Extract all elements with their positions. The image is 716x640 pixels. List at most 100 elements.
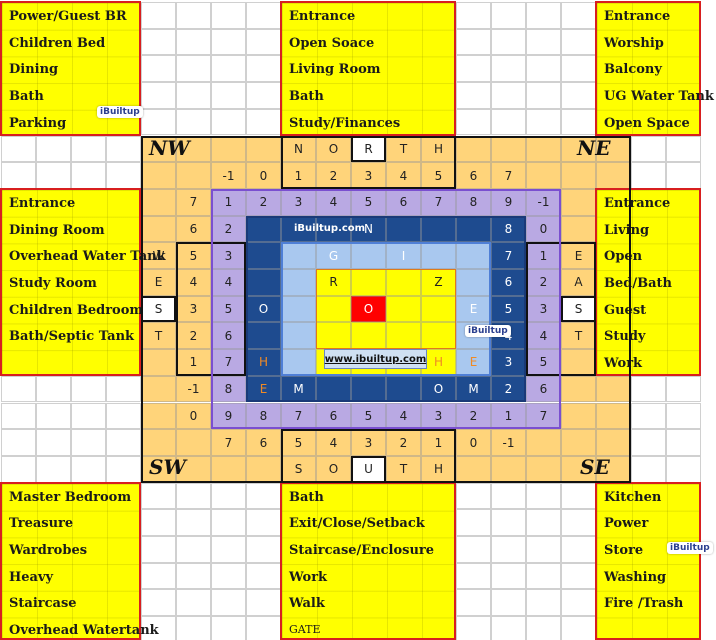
corner-se-label: SE	[580, 455, 610, 479]
grid-cell: M	[281, 375, 316, 403]
grid-cell	[666, 162, 701, 189]
grid-cell	[141, 589, 176, 617]
zone-s-label: Bath	[289, 489, 324, 505]
grid-cell: 2	[211, 215, 246, 243]
grid-cell	[176, 82, 211, 109]
grid-cell	[71, 375, 106, 403]
grid-cell	[141, 188, 176, 216]
grid-cell: 1	[421, 429, 456, 456]
grid-cell: 4	[316, 429, 351, 456]
grid-cell: H	[421, 455, 456, 483]
grid-cell	[421, 215, 456, 243]
grid-cell	[491, 2, 526, 29]
grid-cell: 6	[386, 188, 421, 216]
grid-cell: T	[561, 322, 596, 350]
grid-cell	[36, 455, 71, 483]
grid-cell: T	[386, 455, 421, 483]
grid-cell	[561, 108, 596, 136]
grid-cell	[106, 375, 141, 403]
grid-cell	[211, 28, 246, 56]
grid-cell: N	[351, 215, 386, 243]
center-watermark-url: iBuiltup.com	[294, 223, 366, 234]
grid-cell	[246, 108, 281, 136]
grid-cell	[491, 536, 526, 563]
grid-cell: 4	[211, 269, 246, 296]
grid-cell	[211, 616, 246, 640]
zone-ne-label: UG Water Tank	[604, 89, 714, 105]
grid-cell	[316, 322, 351, 350]
zone-sw-label: Master Bedroom	[9, 489, 132, 505]
grid-cell	[1, 135, 36, 163]
grid-cell	[351, 322, 386, 350]
grid-cell	[246, 562, 281, 590]
grid-cell	[106, 162, 141, 189]
grid-cell	[211, 455, 246, 483]
zone-e-label: Living	[604, 222, 650, 238]
zone-e-label: Bed/Bath	[604, 275, 672, 291]
grid-cell	[561, 215, 596, 243]
grid-cell: 2	[491, 375, 526, 403]
grid-cell: E	[456, 295, 491, 323]
grid-cell: 6	[211, 322, 246, 350]
grid-cell	[246, 242, 281, 269]
grid-cell: 7	[211, 429, 246, 456]
zone-n-label: Living Room	[289, 62, 381, 78]
zone-se-label: Power	[604, 516, 649, 532]
grid-cell: W	[141, 242, 176, 269]
grid-cell	[456, 55, 491, 83]
grid-cell: O	[316, 135, 351, 163]
zone-w-label: Children Bedroom	[9, 302, 144, 318]
zone-w-label: Bath/Septic Tank	[9, 329, 135, 345]
grid-cell	[561, 509, 596, 536]
grid-cell: 8	[456, 188, 491, 216]
grid-cell	[631, 375, 666, 403]
grid-cell: 1	[491, 402, 526, 430]
grid-cell	[71, 135, 106, 163]
grid-cell	[456, 108, 491, 136]
grid-cell	[526, 482, 561, 510]
grid-cell: M	[456, 375, 491, 403]
grid-cell	[141, 82, 176, 109]
grid-cell	[141, 108, 176, 136]
grid-cell	[421, 295, 456, 323]
zone-se-label: Kitchen	[604, 489, 662, 505]
zone-w-label: Entrance	[9, 195, 76, 211]
grid-cell: -1	[211, 162, 246, 189]
grid-cell	[666, 135, 701, 163]
grid-cell	[246, 2, 281, 29]
grid-cell: G	[316, 242, 351, 269]
grid-cell: 2	[246, 188, 281, 216]
grid-cell: 3	[281, 188, 316, 216]
grid-cell	[211, 108, 246, 136]
grid-cell: -1	[176, 375, 211, 403]
grid-cell	[596, 162, 631, 189]
grid-cell	[246, 616, 281, 640]
zone-s-label: Work	[289, 569, 328, 585]
grid-cell	[176, 135, 211, 163]
grid-cell: 6	[456, 162, 491, 189]
grid-cell	[176, 616, 211, 640]
zone-n-label: Entrance	[289, 9, 356, 24]
grid-cell	[281, 322, 316, 350]
grid-cell	[106, 402, 141, 430]
grid-cell	[106, 135, 141, 163]
website-link[interactable]: www.ibuiltup.com	[324, 349, 427, 369]
grid-cell	[71, 162, 106, 189]
zone-e-label: Guest	[604, 302, 647, 318]
grid-cell	[281, 349, 316, 376]
grid-cell	[246, 28, 281, 56]
grid-cell	[526, 2, 561, 29]
grid-cell: O	[246, 295, 281, 323]
grid-cell	[141, 562, 176, 590]
zone-s-label: Staircase/Enclosure	[289, 542, 435, 558]
grid-cell	[141, 509, 176, 536]
grid-cell	[351, 242, 386, 269]
grid-cell: E	[141, 269, 176, 296]
grid-cell: H	[246, 349, 281, 376]
zone-se-label: Fire /Trash	[604, 596, 684, 612]
grid-cell: 3	[421, 402, 456, 430]
zone-w-label: Study Room	[9, 275, 97, 291]
zone-nw-label: Bath	[9, 89, 44, 105]
grid-cell: S	[281, 455, 316, 483]
